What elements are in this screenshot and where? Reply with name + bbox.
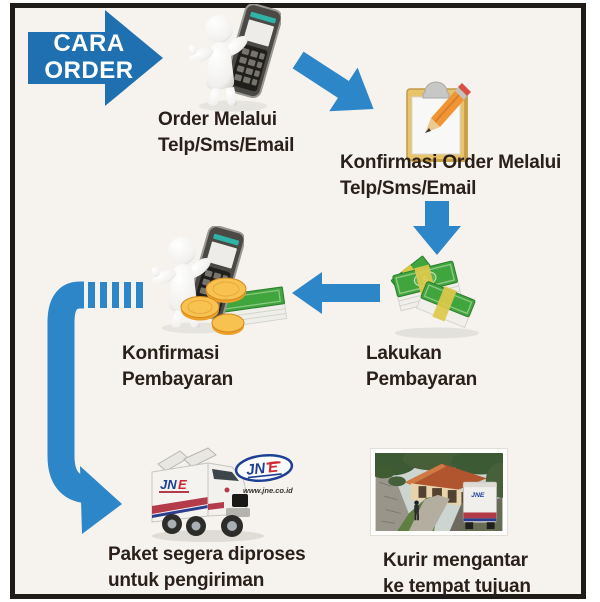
house-delivery-photo: JNE (370, 448, 508, 536)
person-phone-icon (189, 4, 281, 112)
cara-order-arrow (28, 10, 163, 106)
arrow-order-to-confirm-icon (292, 51, 374, 112)
svg-text:www.jne.co.id: www.jne.co.id (243, 486, 293, 495)
curved-arrow-icon (47, 281, 143, 534)
person-phone-coins-icon (152, 226, 288, 335)
jne-logo: JN E www.jne.co.id (234, 453, 293, 495)
arrow-down-icon (413, 201, 461, 255)
money-bundles-icon: $ (390, 255, 479, 339)
photo-truck-back: JNE (462, 481, 498, 530)
clipboard-pencil-icon (406, 81, 471, 162)
jne-truck-icon: JN E (151, 447, 264, 542)
svg-text:JN: JN (245, 460, 267, 479)
arrow-left-icon (292, 272, 380, 314)
svg-text:JN: JN (160, 477, 177, 492)
svg-text:JNE: JNE (471, 492, 485, 499)
svg-text:E: E (178, 477, 187, 492)
